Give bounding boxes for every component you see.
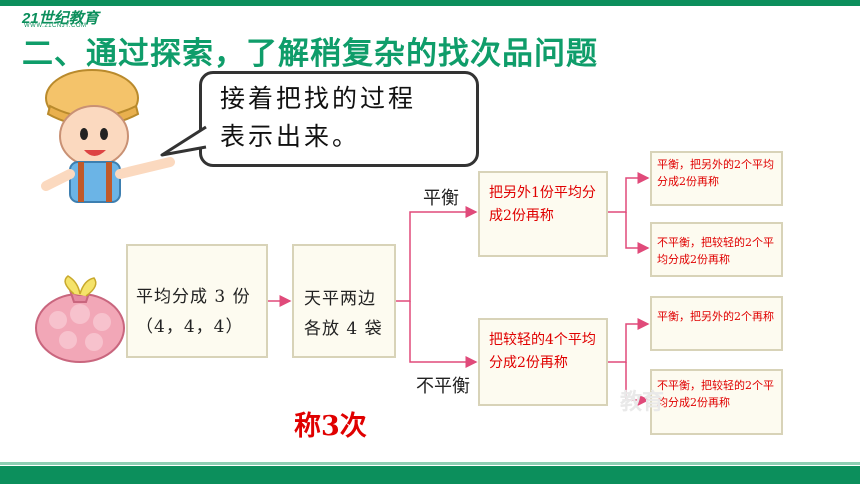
step-line-1: 天平两边	[304, 289, 376, 309]
branch-unbalanced-label: 不平衡	[416, 376, 470, 397]
bottom-bar	[0, 466, 860, 484]
arrow-unbalanced-to-sub4	[625, 362, 650, 406]
speech-bubble	[199, 71, 479, 167]
arrow-unbalanced-to-sub3	[608, 318, 650, 363]
balanced-sub-balanced-box: 平衡，把另外的2个平均分成2份再称	[650, 151, 783, 206]
step-line-2: 各放 4 袋	[304, 319, 383, 339]
balanced-step-box: 把另外1份平均分成2份再称	[478, 171, 608, 257]
result-text: 称3次	[294, 411, 367, 442]
speech-line-2: 表示出来。	[220, 122, 361, 151]
logo-text: 21世纪教育	[22, 10, 99, 27]
unbalanced-sub-unbalanced-box: 不平衡，把较轻的2个平均分成2份再称	[650, 369, 783, 435]
page-title: 二、通过探索，了解稍复杂的找次品问题	[22, 36, 598, 72]
bottom-bar-highlight	[0, 462, 860, 465]
speech-line-1: 接着把找的过程	[220, 84, 417, 113]
unbalanced-sub-balanced-box: 平衡，把另外的2个再称	[650, 296, 783, 351]
step-box: 天平两边 各放 4 袋	[292, 244, 396, 358]
speech-bubble-tail	[160, 125, 207, 157]
balanced-sub-unbalanced-box: 不平衡，把较轻的2个平均分成2份再称	[650, 222, 783, 277]
unbalanced-step-box: 把较轻的4个平均分成2份再称	[478, 318, 608, 406]
start-line-2: （4，4，4）	[136, 317, 244, 337]
site-logo: 21世纪教育 WWW.21CNJY.COM	[22, 7, 122, 29]
arrow-step-to-unbalanced	[409, 301, 478, 368]
branch-balanced-label: 平衡	[423, 188, 459, 209]
start-box: 平均分成 3 份 （4，4，4）	[126, 244, 268, 358]
start-line-1: 平均分成 3 份	[136, 287, 251, 307]
top-bar	[0, 0, 860, 6]
arrow-balanced-to-sub2	[625, 212, 650, 254]
watermark: 教育	[620, 389, 665, 414]
candy-bag-illustration	[35, 275, 125, 363]
speech-text: 接着把找的过程 表示出来。	[220, 80, 476, 156]
arrow-step-to-balanced	[396, 206, 478, 302]
boy-illustration	[41, 69, 175, 203]
arrow-balanced-to-sub1	[608, 172, 650, 213]
logo-subtext: WWW.21CNJY.COM	[24, 23, 87, 29]
